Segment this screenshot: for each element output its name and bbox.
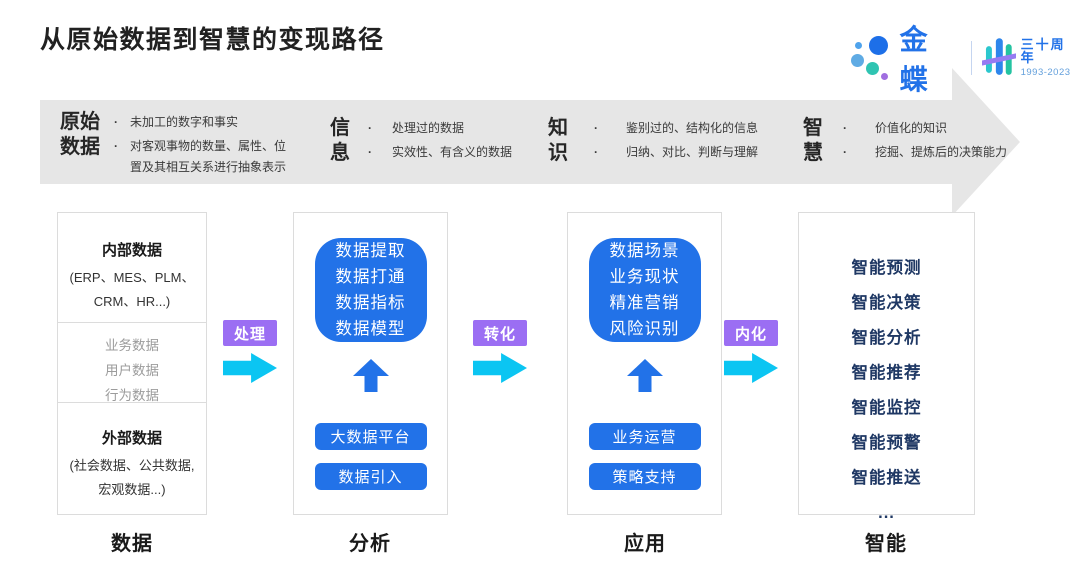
bigbox-line: 数据模型	[335, 320, 406, 338]
stage-name: 原始 数据	[60, 110, 100, 181]
list-item: 智能预测	[851, 259, 922, 277]
bigbox-line: 数据提取	[335, 242, 406, 260]
bigbox-line: 数据打通	[335, 268, 406, 286]
internal-data-section: 内部数据 (ERP、MES、PLM、 CRM、HR...)	[58, 213, 206, 323]
right-arrow-icon	[473, 353, 527, 383]
stage-wisdom: 智 慧 价值化的知识 挖掘、提炼后的决策能力	[803, 116, 1007, 166]
up-arrow-icon	[626, 359, 663, 392]
anniversary-title: 三十周年	[1020, 37, 1066, 66]
stage-information: 信 息 处理过的数据 实效性、有含义的数据	[330, 116, 512, 166]
bullet-item: 对客观事物的数量、属性、位置及其相互关系进行抽象表示	[114, 136, 292, 178]
kingdee-dots-icon	[848, 33, 894, 83]
logo-dot-icon	[869, 36, 888, 55]
stage-name: 智 慧	[803, 116, 823, 166]
stage-name: 知 识	[548, 116, 568, 166]
bullet-item: 未加工的数字和事实	[114, 112, 292, 133]
list-item: 智能预警	[851, 434, 922, 452]
bigbox-line: 风险识别	[609, 320, 680, 338]
stage-name-line: 智	[803, 117, 823, 139]
middle-data-section: 业务数据 用户数据 行为数据	[58, 323, 206, 403]
logo-dot-icon	[855, 42, 862, 49]
connector-label: 内化	[724, 320, 778, 346]
connector-transform: 转化	[472, 320, 528, 383]
footer-label-data: 数据	[111, 533, 153, 555]
up-arrow-icon	[352, 359, 389, 392]
section-line: 业务数据	[105, 338, 159, 353]
section-line: 行为数据	[105, 388, 159, 403]
right-arrow-icon	[223, 353, 277, 383]
section-line: (社会数据、公共数据,	[69, 458, 195, 473]
logo-dot-icon	[881, 73, 888, 80]
intelligence-list: 智能预测 智能决策 智能分析 智能推荐 智能监控 智能预警 智能推送 ...	[799, 213, 974, 524]
section-line: CRM、HR...)	[93, 294, 171, 309]
stage-name-line: 知	[548, 117, 568, 139]
stage-bullets: 价值化的知识 挖掘、提炼后的决策能力	[843, 118, 1007, 166]
stage-name-line: 识	[548, 142, 568, 164]
stage-name-line: 息	[330, 142, 350, 164]
section-line: 宏观数据...)	[98, 482, 166, 497]
stage-name-line: 数据	[60, 136, 100, 158]
section-title: 内部数据	[101, 242, 162, 259]
footer-label-intelligence: 智能	[865, 533, 907, 555]
connector-label: 转化	[473, 320, 527, 346]
list-item: 智能决策	[851, 294, 922, 312]
list-item: 智能监控	[851, 399, 922, 417]
anniversary-years: 1993-2023	[1020, 67, 1071, 79]
list-item: 智能分析	[851, 329, 922, 347]
anniversary-badge: 三十周年 1993-2023	[981, 34, 1080, 82]
column-analysis: 数据提取 数据打通 数据指标 数据模型 大数据平台 数据引入	[293, 212, 448, 515]
right-arrow-icon	[724, 353, 778, 383]
connector-internalize: 内化	[723, 320, 779, 383]
bigbox-line: 数据指标	[335, 294, 406, 312]
section-line: 用户数据	[105, 363, 159, 378]
stage-knowledge: 知 识 鉴别过的、结构化的信息 归纳、对比、判断与理解	[548, 116, 758, 166]
logo-dot-icon	[866, 62, 879, 75]
kingdee-logo: 金蝶 三十周年 1993-2023	[848, 18, 1080, 98]
application-scenarios-box: 数据场景 业务现状 精准营销 风险识别	[588, 238, 701, 342]
big-data-platform-box: 大数据平台	[314, 423, 427, 450]
bullet-item: 挖掘、提炼后的决策能力	[843, 142, 1007, 163]
column-application: 数据场景 业务现状 精准营销 风险识别 业务运营 策略支持	[567, 212, 722, 515]
footer-label-analysis: 分析	[349, 533, 391, 555]
section-title: 外部数据	[101, 430, 162, 447]
connector-label: 处理	[223, 320, 277, 346]
strategy-support-box: 策略支持	[588, 463, 701, 490]
section-line: (ERP、MES、PLM、	[69, 270, 195, 285]
footer-label-application: 应用	[624, 533, 666, 555]
list-item: 智能推送	[851, 469, 922, 487]
stage-name-line: 信	[330, 117, 350, 139]
bigbox-line: 精准营销	[609, 294, 680, 312]
column-data-sources: 内部数据 (ERP、MES、PLM、 CRM、HR...) 业务数据 用户数据 …	[57, 212, 207, 515]
data-import-box: 数据引入	[314, 463, 427, 490]
stage-raw-data: 原始 数据 未加工的数字和事实 对客观事物的数量、属性、位置及其相互关系进行抽象…	[60, 110, 292, 181]
external-data-section: 外部数据 (社会数据、公共数据, 宏观数据...)	[58, 403, 206, 502]
business-operation-box: 业务运营	[588, 423, 701, 450]
stage-bullets: 处理过的数据 实效性、有含义的数据	[368, 118, 512, 166]
bigbox-line: 业务现状	[609, 268, 680, 286]
bigbox-line: 数据场景	[609, 242, 680, 260]
stage-bullets: 鉴别过的、结构化的信息 归纳、对比、判断与理解	[594, 118, 758, 166]
bullet-item: 实效性、有含义的数据	[368, 142, 512, 163]
bullet-item: 价值化的知识	[843, 118, 1007, 139]
list-item: ...	[878, 504, 895, 522]
bullet-item: 处理过的数据	[368, 118, 512, 139]
list-item: 智能推荐	[851, 364, 922, 382]
connector-process: 处理	[222, 320, 278, 383]
stage-name-line: 慧	[803, 142, 823, 164]
stage-name-line: 原始	[60, 111, 100, 133]
thirty-mark-icon	[981, 38, 1016, 75]
stage-name: 信 息	[330, 116, 350, 166]
page-title: 从原始数据到智慧的变现路径	[40, 26, 385, 54]
bullet-item: 归纳、对比、判断与理解	[594, 142, 758, 163]
analysis-capabilities-box: 数据提取 数据打通 数据指标 数据模型	[314, 238, 427, 342]
bullet-item: 鉴别过的、结构化的信息	[594, 118, 758, 139]
column-intelligence: 智能预测 智能决策 智能分析 智能推荐 智能监控 智能预警 智能推送 ...	[798, 212, 975, 522]
logo-divider	[970, 41, 972, 75]
stage-bullets: 未加工的数字和事实 对客观事物的数量、属性、位置及其相互关系进行抽象表示	[114, 112, 292, 181]
brand-name: 金蝶	[899, 24, 932, 95]
logo-dot-icon	[851, 54, 864, 67]
